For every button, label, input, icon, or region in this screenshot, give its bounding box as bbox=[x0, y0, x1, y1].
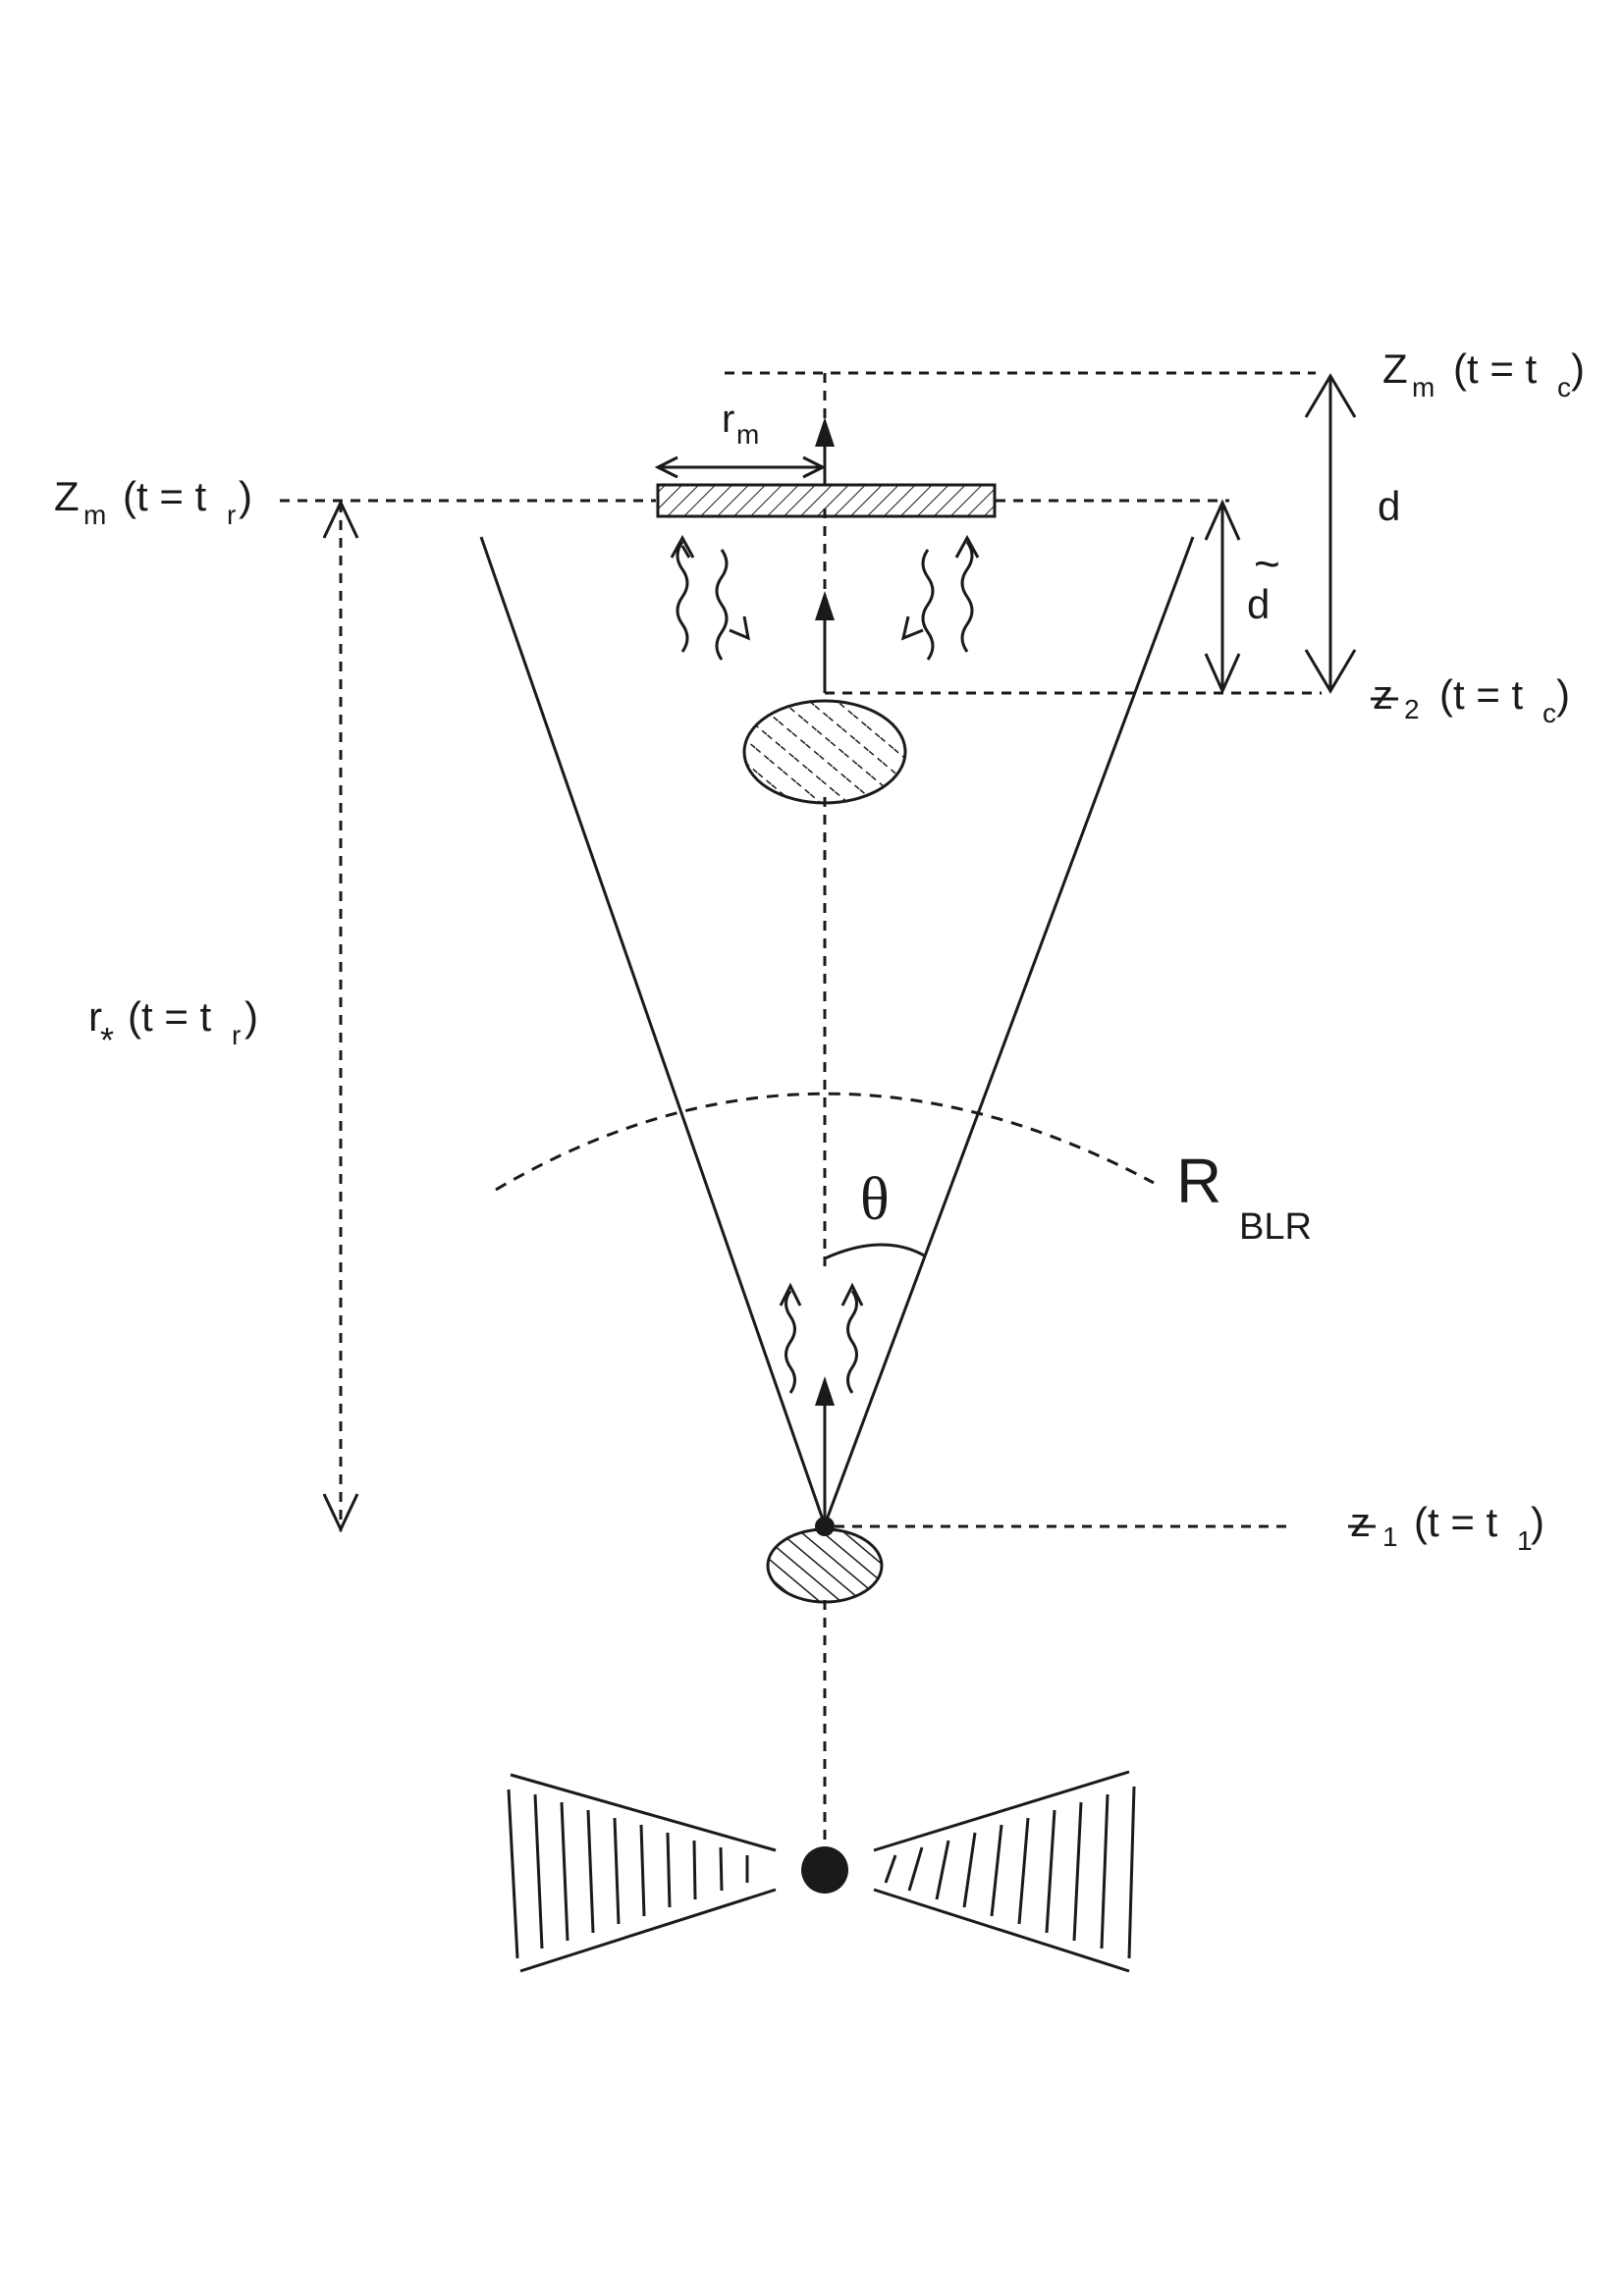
svg-text:(t = t: (t = t bbox=[123, 473, 207, 519]
svg-text:m: m bbox=[83, 500, 106, 530]
label-z1: z 1 (t = t 1 ) bbox=[1348, 1499, 1544, 1556]
svg-text:m: m bbox=[736, 419, 759, 450]
wavy-photon-arrow-icon-group-mirror bbox=[670, 534, 980, 661]
svg-text:r: r bbox=[722, 398, 734, 441]
wavy-photon-arrow-icon-group-jet bbox=[779, 1282, 864, 1394]
label-d-tilde: ~ d bbox=[1247, 538, 1280, 627]
svg-text:): ) bbox=[239, 473, 252, 519]
hatched-plasmoid-icon-lower bbox=[766, 1527, 884, 1604]
label-rm: r m bbox=[722, 398, 759, 450]
svg-text:): ) bbox=[1571, 346, 1585, 392]
svg-text:c: c bbox=[1557, 372, 1571, 402]
cone-left-edge bbox=[479, 536, 825, 1521]
svg-text:): ) bbox=[1531, 1499, 1544, 1545]
svg-text:*: * bbox=[100, 1020, 114, 1060]
svg-text:Z: Z bbox=[1382, 346, 1408, 392]
black-hole-icon bbox=[801, 1846, 848, 1894]
hatched-mirror-icon bbox=[656, 483, 997, 518]
label-zm-tr: Z m (t = t r ) bbox=[54, 473, 252, 530]
label-r-blr: R BLR bbox=[1176, 1146, 1312, 1248]
svg-text:d: d bbox=[1247, 581, 1270, 627]
accretion-disk-icon-right bbox=[873, 1770, 1136, 1973]
label-d: d bbox=[1378, 483, 1400, 529]
svg-text:z: z bbox=[1350, 1499, 1371, 1545]
svg-text:(t = t: (t = t bbox=[1439, 671, 1524, 718]
cone-right-edge bbox=[825, 536, 1195, 1521]
svg-text:r: r bbox=[88, 993, 102, 1040]
svg-text:(t = t: (t = t bbox=[128, 993, 212, 1040]
svg-text:): ) bbox=[1556, 671, 1570, 718]
label-z2: z 2 (t = t c ) bbox=[1371, 671, 1570, 728]
label-theta: θ bbox=[860, 1166, 890, 1233]
svg-text:r: r bbox=[232, 1020, 241, 1050]
svg-text:r: r bbox=[227, 500, 236, 530]
svg-text:(t = t: (t = t bbox=[1414, 1499, 1498, 1545]
svg-text:(t = t: (t = t bbox=[1453, 346, 1538, 392]
z1-point bbox=[815, 1517, 835, 1536]
svg-text:BLR: BLR bbox=[1239, 1206, 1312, 1248]
svg-text:1: 1 bbox=[1382, 1522, 1398, 1552]
accretion-disk-icon-left bbox=[507, 1773, 777, 1973]
svg-text:c: c bbox=[1543, 698, 1556, 728]
label-r-star: r * (t = t r ) bbox=[88, 993, 258, 1060]
svg-text:1: 1 bbox=[1517, 1525, 1533, 1556]
svg-text:Z: Z bbox=[54, 473, 80, 519]
blr-arc bbox=[495, 1092, 1155, 1192]
svg-text:z: z bbox=[1373, 671, 1393, 718]
hatched-plasmoid-icon-upper bbox=[742, 699, 907, 805]
theta-arc bbox=[824, 1243, 927, 1260]
svg-text:~: ~ bbox=[1254, 538, 1280, 589]
svg-text:2: 2 bbox=[1404, 694, 1420, 724]
svg-text:m: m bbox=[1412, 372, 1435, 402]
svg-text:): ) bbox=[244, 993, 258, 1040]
label-zm-tc: Z m (t = t c ) bbox=[1382, 346, 1585, 402]
svg-text:R: R bbox=[1176, 1146, 1221, 1216]
